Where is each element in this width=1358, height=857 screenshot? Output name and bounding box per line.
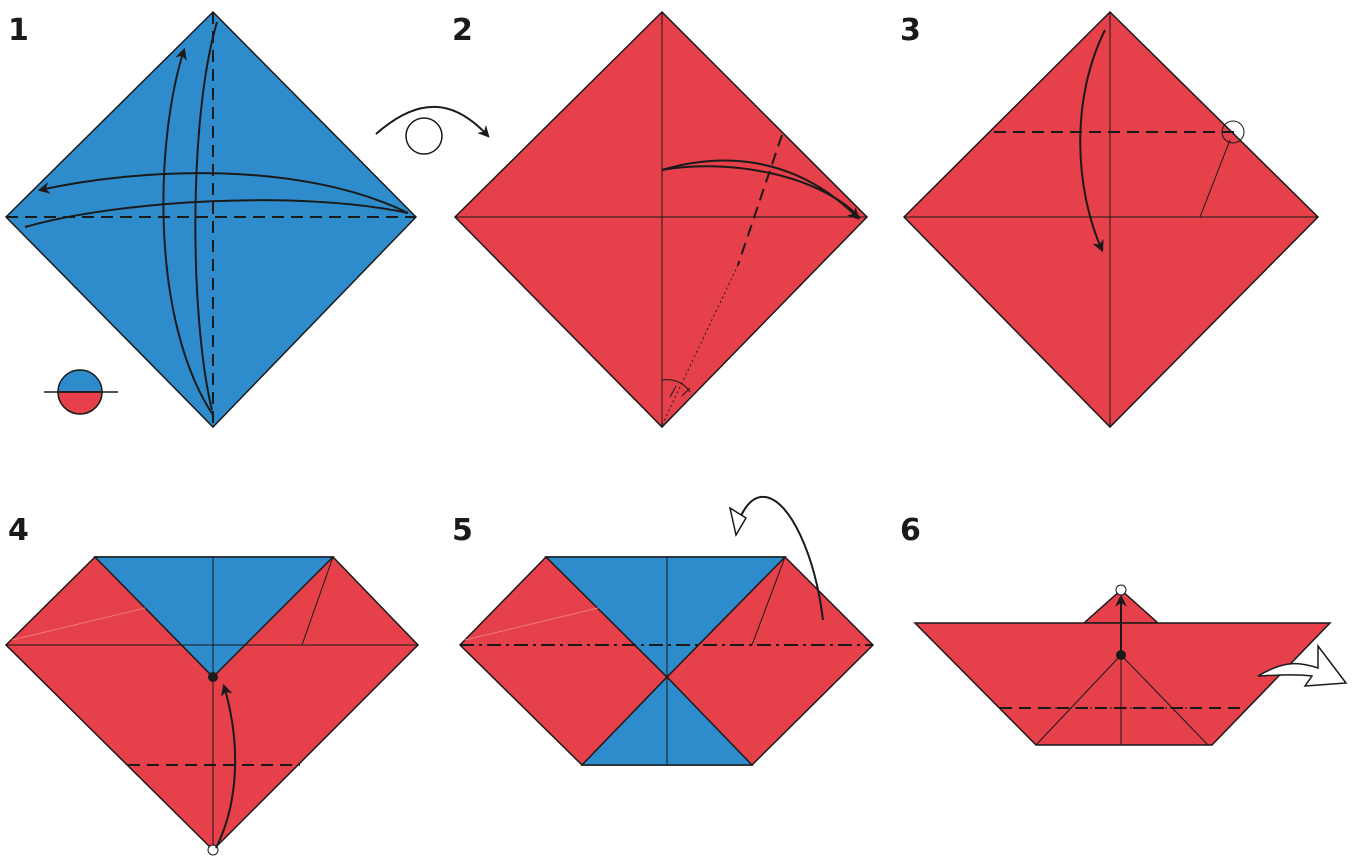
step-5: 5 [452,497,873,765]
reference-circle [1116,585,1126,595]
reference-dot [208,672,218,682]
step-4: 4 [6,513,418,855]
step-6-number: 6 [900,513,921,548]
red-square-paper [455,12,867,427]
step-1: 1 [6,12,416,427]
step-4-number: 4 [8,513,29,548]
paper-color-legend-icon [44,370,118,414]
blue-square-paper [6,12,416,427]
red-boat-hull [915,623,1330,745]
red-square-paper [904,12,1318,427]
step-2: 2 [452,12,867,427]
turn-over-icon [376,107,488,154]
step-5-number: 5 [452,513,473,548]
step-6: 6 [900,513,1346,745]
step-3-number: 3 [900,13,921,48]
step-2-number: 2 [452,13,473,48]
step-1-number: 1 [8,13,29,48]
step-3: 3 [900,12,1318,427]
